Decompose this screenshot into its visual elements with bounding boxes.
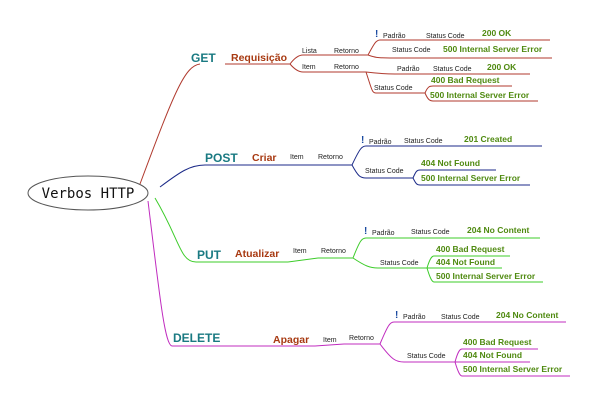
post-500-error: 500 Internal Server Error bbox=[421, 173, 521, 183]
get-lista-padrao-icon: ! bbox=[375, 29, 378, 40]
post-branch-lines bbox=[159, 145, 542, 188]
root-node bbox=[27, 175, 149, 211]
delete-retorno-label: Retorno bbox=[349, 335, 374, 342]
put-to-padrao-line bbox=[352, 237, 367, 259]
put-404-not-found: 404 Not Found bbox=[436, 257, 495, 267]
get-lista-padrao-label: Padrão bbox=[383, 33, 406, 40]
delete-400-bad-request: 400 Bad Request bbox=[463, 337, 532, 347]
get-item-200-ok: 200 OK bbox=[487, 62, 517, 72]
delete-status-to-500-line bbox=[454, 361, 463, 377]
get-item-label: Item bbox=[302, 64, 316, 71]
delete-item-label: Item bbox=[323, 337, 337, 344]
get-verb-label: GET bbox=[191, 51, 216, 65]
post-error-status-label: Status Code bbox=[365, 168, 404, 175]
delete-action-label: Apagar bbox=[273, 334, 309, 346]
get-lista-error-status-label: Status Code bbox=[392, 47, 431, 54]
get-lista-label: Lista bbox=[302, 48, 317, 55]
get-item-400-bad-request: 400 Bad Request bbox=[431, 75, 500, 85]
get-item-status-code-label: Status Code bbox=[433, 66, 472, 73]
get-branch-lines bbox=[139, 39, 552, 185]
post-status-code-label: Status Code bbox=[404, 138, 443, 145]
put-500-error: 500 Internal Server Error bbox=[436, 271, 536, 281]
item-status-to-500-line bbox=[424, 92, 434, 102]
root-to-get-line bbox=[139, 63, 201, 185]
get-lista-retorno-label: Retorno bbox=[334, 48, 359, 55]
get-lista-200-ok: 200 OK bbox=[482, 28, 512, 38]
post-201-created: 201 Created bbox=[464, 134, 512, 144]
lista-to-status-line bbox=[367, 54, 391, 59]
get-action-label: Requisição bbox=[231, 52, 287, 64]
put-item-line bbox=[287, 257, 319, 263]
lista-to-padrao-line bbox=[367, 39, 381, 56]
delete-status-code-label: Status Code bbox=[441, 314, 480, 321]
put-204-no-content: 204 No Content bbox=[467, 225, 530, 235]
get-to-item-line bbox=[289, 63, 304, 73]
delete-item-line bbox=[314, 343, 345, 347]
post-404-not-found: 404 Not Found bbox=[421, 158, 480, 168]
post-verb-label: POST bbox=[205, 151, 238, 165]
get-item-500-error: 500 Internal Server Error bbox=[430, 90, 530, 100]
delete-to-padrao-line bbox=[379, 321, 395, 345]
delete-204-no-content: 204 No Content bbox=[496, 310, 559, 320]
delete-padrao-label: Padrão bbox=[403, 314, 426, 321]
post-status-to-500-line bbox=[412, 177, 421, 186]
root-to-post-line bbox=[159, 164, 206, 188]
post-retorno-label: Retorno bbox=[318, 154, 343, 161]
put-status-to-500-line bbox=[426, 267, 435, 283]
put-padrao-label: Padrão bbox=[372, 230, 395, 237]
get-item-error-status-label: Status Code bbox=[374, 85, 413, 92]
put-action-label: Atualizar bbox=[235, 248, 279, 260]
get-item-retorno-label: Retorno bbox=[334, 64, 359, 71]
put-item-label: Item bbox=[293, 248, 307, 255]
delete-error-status-label: Status Code bbox=[407, 353, 446, 360]
post-padrao-label: Padrão bbox=[369, 139, 392, 146]
item-to-padrao-line bbox=[365, 71, 396, 75]
root-label: Verbos HTTP bbox=[42, 186, 135, 202]
put-to-status-line bbox=[352, 257, 379, 269]
post-padrao-icon: ! bbox=[361, 135, 364, 146]
item-to-status-line bbox=[365, 71, 377, 94]
get-item-padrao-label: Padrão bbox=[397, 66, 420, 73]
delete-404-not-found: 404 Not Found bbox=[463, 350, 522, 360]
get-to-lista-line bbox=[289, 54, 304, 65]
put-branch-lines bbox=[154, 197, 543, 283]
item-status-to-400-line bbox=[424, 85, 434, 94]
put-error-status-label: Status Code bbox=[380, 260, 419, 267]
root-to-delete-line bbox=[147, 200, 173, 347]
delete-verb-label: DELETE bbox=[173, 331, 220, 345]
put-400-bad-request: 400 Bad Request bbox=[436, 244, 505, 254]
post-action-label: Criar bbox=[252, 152, 277, 164]
post-item-label: Item bbox=[290, 154, 304, 161]
put-retorno-label: Retorno bbox=[321, 248, 346, 255]
delete-500-error: 500 Internal Server Error bbox=[463, 364, 563, 374]
post-to-padrao-line bbox=[351, 145, 367, 166]
post-status-to-404-line bbox=[412, 169, 421, 179]
put-status-to-400-line bbox=[426, 255, 435, 269]
post-to-status-line bbox=[351, 164, 367, 179]
delete-branch-lines bbox=[147, 200, 570, 377]
put-verb-label: PUT bbox=[197, 248, 222, 262]
delete-padrao-icon: ! bbox=[395, 310, 398, 321]
get-lista-500-error: 500 Internal Server Error bbox=[443, 44, 543, 54]
root-to-put-line bbox=[154, 197, 197, 263]
get-lista-status-code-label: Status Code bbox=[426, 33, 465, 40]
delete-to-status-line bbox=[379, 343, 405, 363]
put-status-code-label: Status Code bbox=[411, 229, 450, 236]
delete-status-to-400-line bbox=[454, 348, 463, 363]
put-padrao-icon: ! bbox=[364, 226, 367, 237]
